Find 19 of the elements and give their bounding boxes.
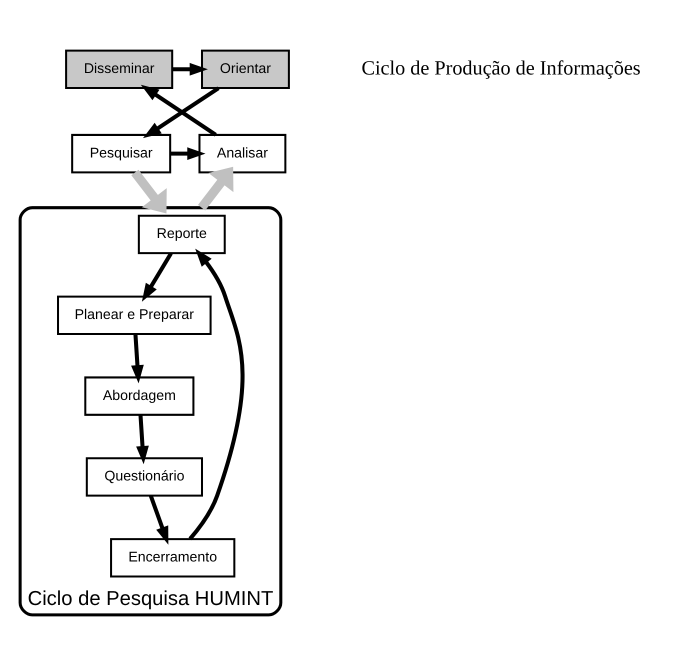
node-box: Encerramento [110, 538, 236, 577]
node-box: Abordagem [84, 376, 194, 416]
arrow [198, 166, 234, 210]
label: Ciclo de Produção de Informações [361, 56, 641, 79]
arrow [136, 414, 149, 464]
node-box: Analisar [198, 133, 286, 173]
node-box: Orientar [201, 49, 290, 88]
node-box: Disseminar [65, 49, 174, 88]
node-box: Reporte [138, 214, 226, 254]
arrow [148, 494, 168, 544]
node-box: Questionário [86, 456, 203, 496]
node-box: Planear e Preparar [57, 295, 212, 334]
arrow [172, 62, 208, 76]
node-box: Pesquisar [71, 133, 172, 173]
arrow [170, 146, 206, 160]
arrow [188, 248, 244, 540]
arrow [131, 169, 167, 214]
arrow [142, 252, 173, 302]
arrow [131, 334, 144, 383]
